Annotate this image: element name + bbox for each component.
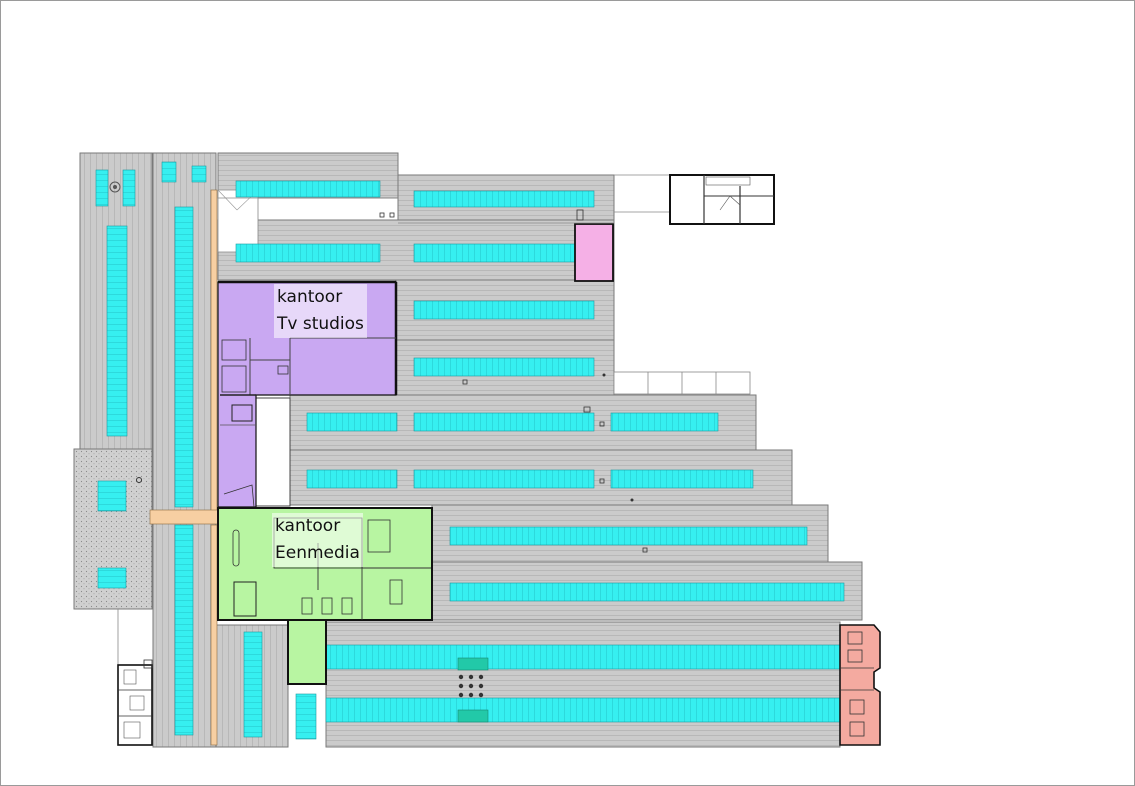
tv-studios-label-line2: Tv studios — [277, 314, 364, 334]
corridor — [149, 189, 219, 746]
east-lean-to — [613, 371, 751, 395]
tv-studios-label-line1: kantoor — [277, 287, 343, 307]
pink-volume — [574, 209, 614, 282]
upper-roof-bands — [217, 152, 863, 748]
band-edges — [218, 197, 614, 620]
tv-studios-office-label: kantoor Tv studios — [274, 284, 367, 338]
eenmedia-label-line1: kantoor — [275, 516, 341, 536]
west-roof-strips — [73, 152, 289, 748]
north-east-outbuilding — [614, 174, 775, 225]
vent-grid-icon — [458, 674, 484, 698]
roof-markers — [379, 212, 648, 553]
west-skylights — [95, 161, 317, 740]
south-west-outbuilding — [117, 609, 153, 746]
eenmedia-office-label: kantoor Eenmedia — [272, 513, 363, 567]
open-areas — [217, 189, 291, 507]
tv-studios-office — [217, 280, 398, 508]
salmon-volume — [839, 624, 881, 746]
eenmedia-label-line2: Eenmedia — [275, 543, 360, 563]
skylights — [235, 180, 845, 723]
